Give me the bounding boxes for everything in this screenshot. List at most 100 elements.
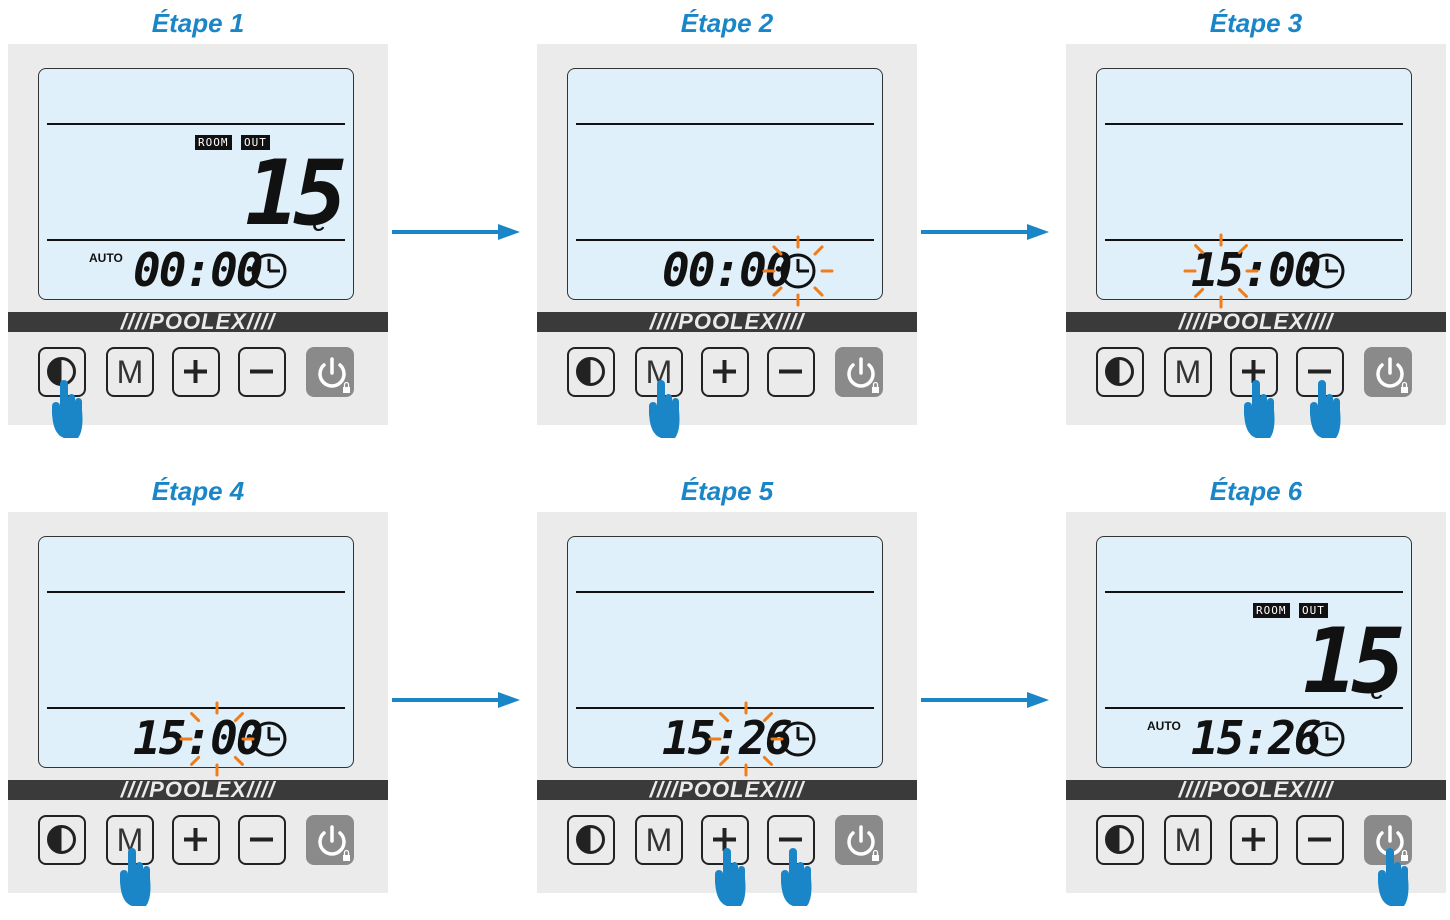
lcd-screen: 15:26	[567, 536, 883, 777]
brand-logo: ////POOLEX////	[1178, 780, 1334, 800]
lcd-screen: 15:00	[38, 536, 354, 777]
pointing-hand-icon	[1310, 380, 1341, 438]
power-button[interactable]	[835, 347, 883, 397]
half-circle-icon	[576, 357, 605, 386]
power-lock-icon	[847, 825, 879, 861]
lcd-divider	[576, 239, 874, 241]
minus-button[interactable]	[238, 815, 286, 865]
clock-button[interactable]	[38, 815, 86, 865]
power-button[interactable]	[1364, 347, 1412, 397]
step-3: Étape 3 15:00////POOLEX////M	[1066, 0, 1446, 450]
minus-icon	[1308, 837, 1331, 842]
lcd-screen: 00:00	[567, 68, 883, 307]
lcd-divider	[576, 123, 874, 125]
minus-icon	[250, 369, 273, 374]
temperature-unit: °C	[1363, 683, 1384, 703]
flash-indicator	[708, 701, 784, 777]
half-circle-icon	[47, 825, 76, 854]
plus-icon	[713, 360, 736, 383]
mode-button-label: M	[1174, 354, 1202, 390]
auto-label: AUTO	[1147, 719, 1181, 733]
plus-icon	[713, 828, 736, 851]
clock-button[interactable]	[567, 815, 615, 865]
step-title: Étape 1	[151, 8, 245, 38]
lcd-divider	[47, 707, 345, 709]
lcd-divider	[1105, 591, 1403, 593]
thermostat-panel: 15:00////POOLEX////M	[8, 512, 388, 893]
brand-logo: ////POOLEX////	[120, 780, 276, 800]
room-tag: ROOM	[195, 135, 232, 150]
mode-button[interactable]: M	[106, 347, 154, 397]
temperature-value: 15	[245, 141, 347, 246]
step-title: Étape 4	[151, 476, 245, 506]
time-display: 15:26	[662, 711, 792, 765]
power-lock-icon	[1376, 357, 1408, 393]
minus-icon	[250, 837, 273, 842]
brand-bar: ////POOLEX////	[1066, 780, 1446, 800]
temperature-value: 15	[1303, 609, 1405, 714]
lcd-divider	[1105, 239, 1403, 241]
clock-icon	[1309, 253, 1345, 289]
power-button[interactable]	[306, 815, 354, 865]
power-lock-icon	[318, 825, 350, 861]
flash-indicator	[762, 235, 834, 307]
plus-button[interactable]	[172, 347, 220, 397]
thermostat-panel: 15:00////POOLEX////M	[1066, 44, 1446, 425]
lcd-divider	[1105, 123, 1403, 125]
clock-icon	[1309, 721, 1345, 757]
pointing-hand-icon	[781, 848, 812, 906]
brand-logo: ////POOLEX////	[120, 312, 276, 332]
next-step-arrow	[921, 224, 1049, 240]
next-step-arrow	[921, 692, 1049, 708]
clock-button[interactable]	[1096, 347, 1144, 397]
pointing-hand-icon	[120, 848, 151, 906]
time-display: 15:26	[1191, 711, 1321, 765]
power-button[interactable]	[306, 347, 354, 397]
half-circle-icon	[576, 825, 605, 854]
plus-icon	[1242, 360, 1265, 383]
next-step-arrow	[392, 224, 520, 240]
brand-bar: ////POOLEX////	[537, 780, 917, 800]
thermostat-panel: 15:26 ////POOLEX//// M	[537, 512, 917, 893]
lcd-screen: 15:00	[1096, 68, 1412, 309]
minus-icon	[779, 369, 802, 374]
plus-button[interactable]	[701, 347, 749, 397]
step-title: Étape 3	[1209, 8, 1303, 38]
power-button[interactable]	[835, 815, 883, 865]
room-tag: ROOM	[1253, 603, 1290, 618]
lcd-divider	[1105, 707, 1403, 709]
out-tag: OUT	[241, 135, 270, 150]
pointing-hand-icon	[1244, 380, 1275, 438]
clock-button[interactable]	[567, 347, 615, 397]
mode-button[interactable]: M	[1164, 815, 1212, 865]
lcd-divider	[576, 707, 874, 709]
thermostat-panel: 00:00////POOLEX////M	[537, 44, 917, 425]
plus-button[interactable]	[172, 815, 220, 865]
step-title: Étape 2	[680, 8, 774, 38]
minus-icon	[1308, 369, 1331, 374]
flash-indicator	[179, 701, 255, 777]
brand-bar: ////POOLEX////	[8, 312, 388, 332]
lcd-divider	[47, 123, 345, 125]
plus-icon	[184, 828, 207, 851]
half-circle-icon	[1105, 825, 1134, 854]
pointing-hand-icon	[52, 380, 83, 438]
step-title: Étape 5	[680, 476, 774, 506]
clock-button[interactable]	[1096, 815, 1144, 865]
next-step-arrow	[392, 692, 520, 708]
mode-button[interactable]: M	[635, 815, 683, 865]
time-display: 15:00	[133, 711, 263, 765]
mode-button[interactable]: M	[1164, 347, 1212, 397]
brand-bar: ////POOLEX////	[8, 780, 388, 800]
minus-button[interactable]	[238, 347, 286, 397]
plus-icon	[184, 360, 207, 383]
minus-button[interactable]	[1296, 815, 1344, 865]
minus-button[interactable]	[767, 347, 815, 397]
pointing-hand-icon	[715, 848, 746, 906]
plus-button[interactable]	[1230, 815, 1278, 865]
step-2: Étape 2 00:00////POOLEX////M	[537, 0, 917, 450]
